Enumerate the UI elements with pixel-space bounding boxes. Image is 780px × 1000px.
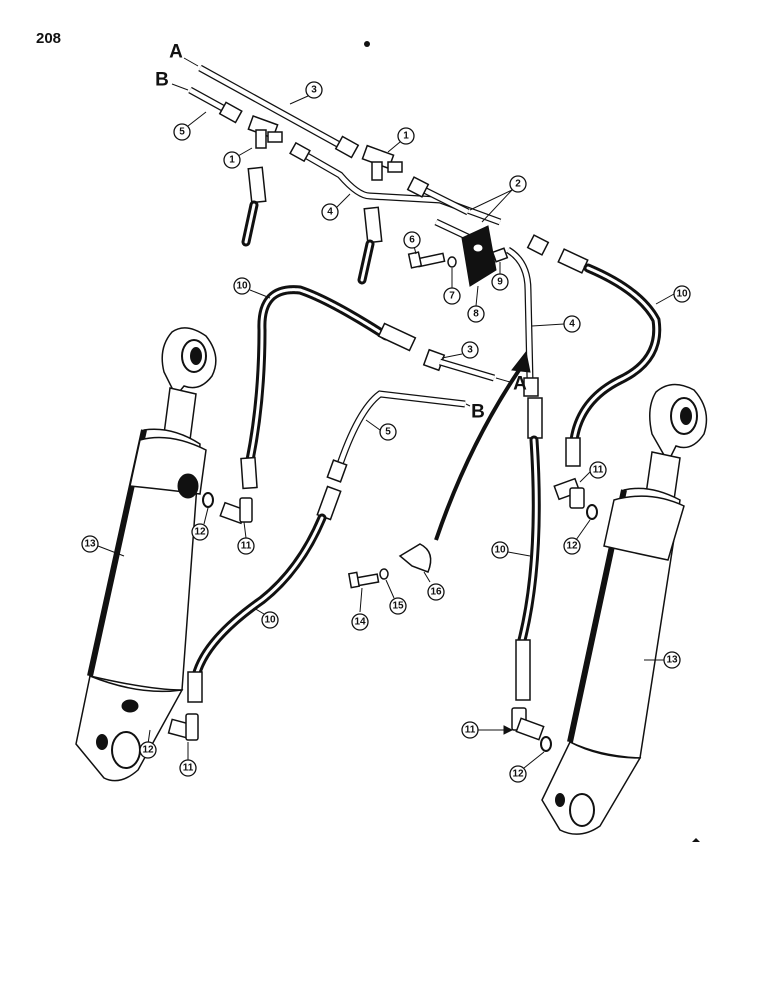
- letter-a-top: A: [169, 42, 183, 63]
- svg-text:11: 11: [183, 763, 194, 774]
- cylinder-13-right: [541, 383, 708, 835]
- washer-15: [379, 568, 389, 580]
- bolt-14: [347, 571, 380, 589]
- svg-text:7: 7: [449, 291, 455, 302]
- svg-text:10: 10: [676, 289, 688, 300]
- svg-text:3: 3: [467, 345, 473, 356]
- svg-text:4: 4: [327, 207, 333, 218]
- svg-text:13: 13: [84, 539, 96, 550]
- svg-text:14: 14: [354, 617, 366, 628]
- callout-8: 8: [467, 285, 485, 323]
- tube-3-upper: [198, 64, 360, 159]
- callout-10-upper-right: 10: [655, 285, 691, 305]
- callout-13-left: 13: [81, 535, 125, 557]
- svg-text:10: 10: [264, 615, 276, 626]
- washer-7: [447, 256, 457, 268]
- tube-4-upper: [289, 141, 502, 226]
- svg-text:5: 5: [179, 127, 185, 138]
- svg-text:12: 12: [566, 541, 578, 552]
- callout-1-left: 1: [223, 147, 253, 169]
- callout-11-left-lower: 11: [179, 742, 197, 777]
- tee-fitting-center: [361, 144, 403, 181]
- svg-text:12: 12: [512, 769, 524, 780]
- letter-b-bottom: B: [471, 402, 485, 423]
- svg-text:11: 11: [465, 725, 476, 736]
- callout-4-right: 4: [531, 315, 581, 333]
- callout-2: 2: [469, 175, 527, 223]
- callout-4-top: 4: [321, 193, 351, 221]
- hose-10-right-lower: [515, 397, 543, 701]
- svg-text:11: 11: [593, 465, 604, 476]
- svg-text:10: 10: [494, 545, 506, 556]
- hose-10-right-upper: [557, 248, 662, 467]
- callout-12-right-upper: 12: [563, 519, 591, 555]
- tube-5-upper: [188, 86, 243, 124]
- svg-text:11: 11: [241, 541, 252, 552]
- hose-stub-left: [241, 166, 267, 247]
- tube-5-lower: [326, 390, 466, 483]
- hose-10-left-upper: [240, 285, 417, 490]
- o-ring-12-d: [540, 736, 552, 752]
- elbow-11-a: [219, 497, 253, 525]
- callout-10-upper-left: 10: [233, 277, 271, 299]
- hose-stub-center: [357, 206, 383, 285]
- clip-16: [398, 543, 432, 573]
- callout-6: 6: [403, 231, 421, 255]
- elbow-11-b: [553, 477, 585, 509]
- callout-12-left-lower: 12: [139, 729, 157, 759]
- direction-arrow: [434, 350, 531, 541]
- svg-text:6: 6: [409, 235, 415, 246]
- callout-7: 7: [443, 268, 461, 305]
- letter-a-bottom: A: [513, 374, 527, 395]
- elbow-11-d: [511, 707, 545, 741]
- svg-text:12: 12: [194, 527, 206, 538]
- callout-11-right-lower: 11: [461, 721, 514, 739]
- svg-text:1: 1: [229, 155, 235, 166]
- hose-10-center: [187, 485, 342, 703]
- callout-3-lower: 3: [441, 341, 479, 359]
- svg-text:10: 10: [236, 281, 248, 292]
- callout-11-left-upper: 11: [237, 521, 255, 555]
- o-ring-12-a: [202, 492, 214, 508]
- svg-text:13: 13: [666, 655, 678, 666]
- elbow-11-c: [167, 713, 199, 741]
- callout-9: 9: [491, 262, 509, 291]
- callout-1-center: 1: [387, 127, 415, 153]
- cylinder-13-left: [75, 327, 217, 782]
- callout-15: 15: [385, 579, 407, 615]
- page-number: 208: [36, 30, 62, 47]
- callout-10-center-right: 10: [491, 541, 531, 559]
- svg-text:12: 12: [142, 745, 154, 756]
- svg-text:9: 9: [497, 277, 503, 288]
- svg-text:4: 4: [569, 319, 575, 330]
- svg-text:3: 3: [311, 85, 317, 96]
- letter-b-top: B: [155, 70, 169, 91]
- callout-12-left-upper: 12: [191, 507, 209, 541]
- svg-text:1: 1: [403, 131, 409, 142]
- callout-5-lower: 5: [365, 419, 397, 441]
- tubes-2: [406, 176, 550, 256]
- o-ring-12-b: [586, 504, 598, 520]
- tee-fitting-left: [247, 115, 283, 149]
- callout-12-right-lower: 12: [509, 751, 545, 783]
- tube-4-vertical: [506, 246, 539, 397]
- callout-3-top: 3: [289, 81, 323, 105]
- svg-text:5: 5: [385, 427, 391, 438]
- svg-text:8: 8: [473, 309, 479, 320]
- nut-9: [491, 247, 509, 263]
- callout-5-top: 5: [173, 111, 207, 141]
- callout-13-right: 13: [644, 651, 681, 669]
- callout-16: 16: [423, 571, 445, 601]
- svg-text:15: 15: [392, 601, 404, 612]
- svg-text:2: 2: [515, 179, 521, 190]
- clamp-8: [461, 225, 497, 287]
- tube-3-lower: [422, 348, 495, 382]
- bolt-6: [407, 251, 446, 269]
- callout-14: 14: [351, 587, 369, 631]
- svg-text:16: 16: [430, 587, 442, 598]
- callout-11-right-upper: 11: [579, 461, 607, 483]
- callout-10-center: 10: [253, 607, 279, 629]
